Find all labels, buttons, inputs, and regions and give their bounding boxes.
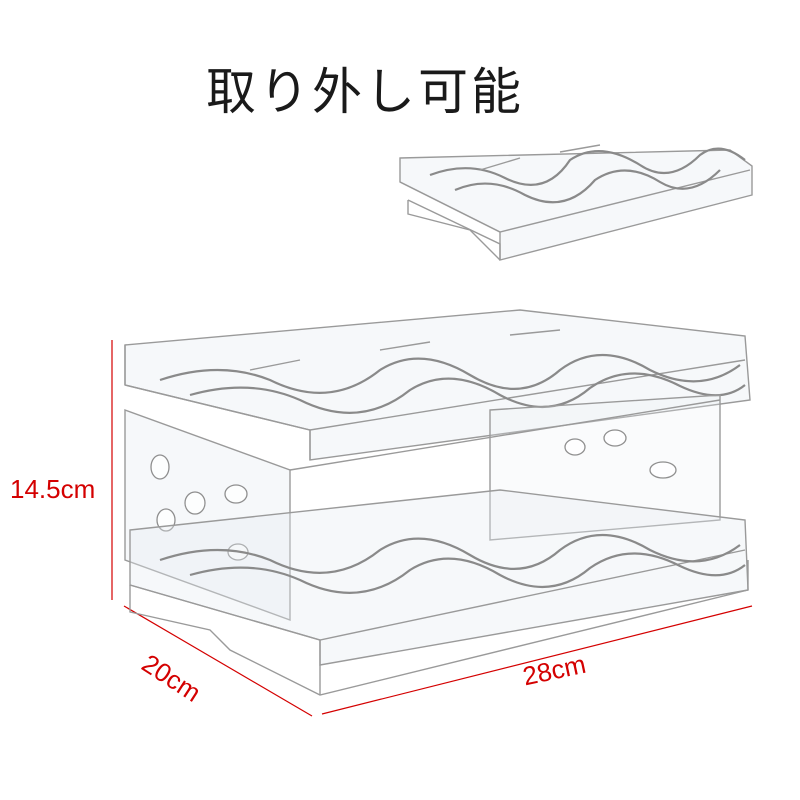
detached-shelf-image [399, 144, 753, 261]
headline-removable: 取り外し可能 [206, 63, 524, 121]
height-dimension-label: 14.5cm [10, 474, 96, 504]
two-tier-rack-image [124, 309, 751, 696]
dimension-lines [111, 340, 753, 717]
depth-dimension-line [123, 605, 313, 717]
width-dimension-line [321, 605, 753, 715]
